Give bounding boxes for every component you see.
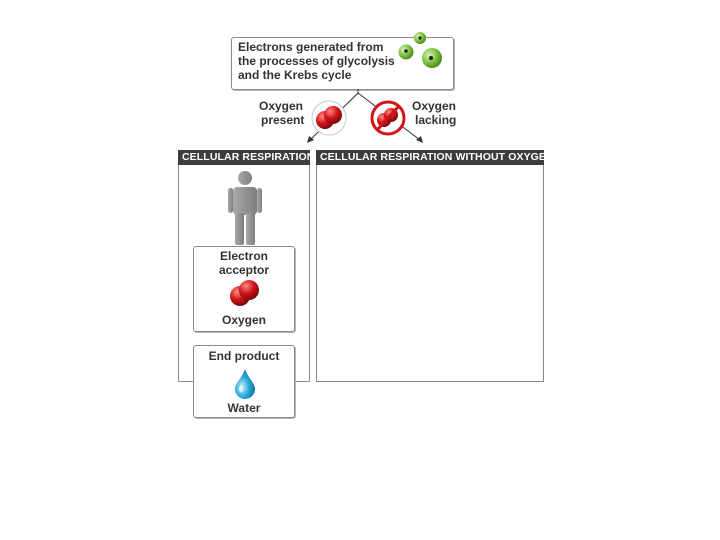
electron-source-line3: and the Krebs cycle [238,68,352,82]
oxygen-present-line2: present [261,113,305,127]
oxygen-lacking-line1: Oxygen [412,99,457,113]
oxygen-molecule-icon [311,100,347,136]
anaerobic-respiration-header: CELLULAR RESPIRATION WITHOUT OXYGEN [316,150,554,165]
end-product-box: End product Water [193,345,295,418]
electron-acceptor-line1: Electron [219,249,268,263]
electron-source-box: Electrons generated from the processes o… [231,32,454,90]
anaerobic-respiration-panel [316,150,544,382]
acceptor-name: Oxygen [221,313,266,327]
water-drop-icon [235,369,255,399]
oxygen-molecule-icon-2 [230,280,259,306]
electron-source-line1: Electrons generated from [238,40,384,54]
electron-acceptor-line2: acceptor [218,263,270,277]
electron-acceptor-box: Electron acceptor Oxygen [193,246,295,332]
end-product-name: Water [227,401,261,415]
electrons-icon [398,32,442,68]
cellular-respiration-header: CELLULAR RESPIRATION [178,150,314,165]
no-oxygen-icon [370,100,406,136]
oxygen-present-line1: Oxygen [259,99,304,113]
person-icon [228,171,262,245]
end-product-title: End product [208,349,280,363]
oxygen-lacking-line2: lacking [415,113,457,127]
electron-source-line2: the processes of glycolysis [238,54,395,68]
